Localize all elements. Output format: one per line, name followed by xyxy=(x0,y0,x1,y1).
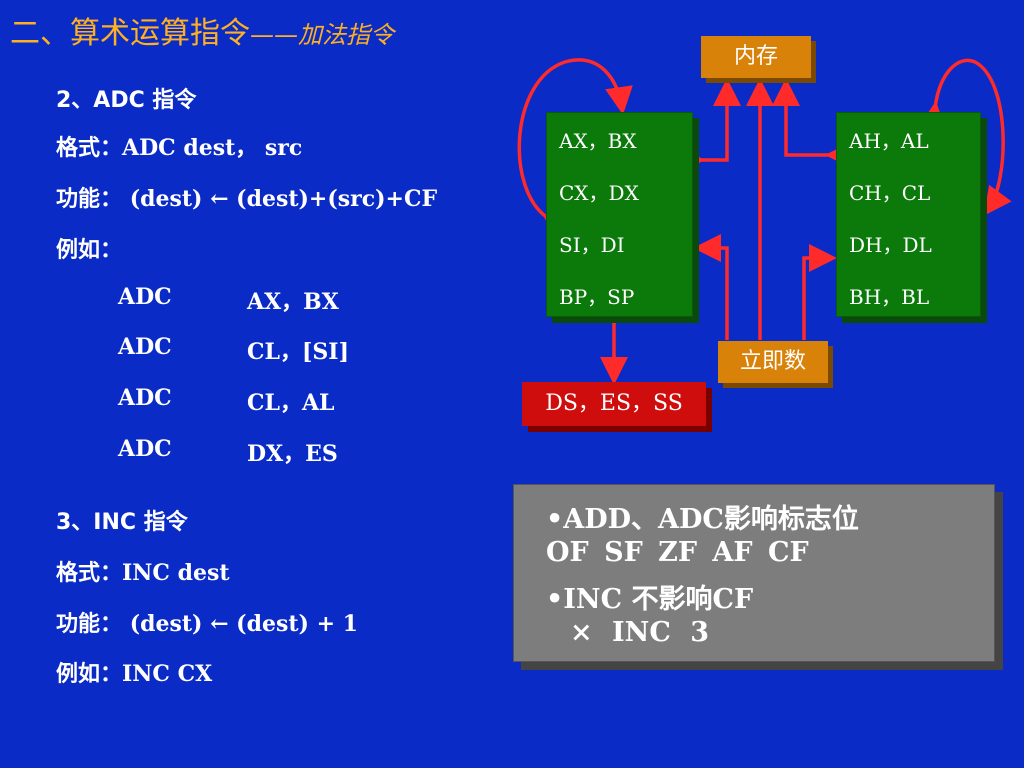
reg8-box: AH，AL CH，CL DH，DL BH，BL xyxy=(836,112,981,317)
reg16-row: CX，DX xyxy=(559,181,639,205)
adc-heading: 2、ADC 指令 xyxy=(56,88,197,113)
memory-box: 内存 xyxy=(701,36,811,78)
adc-example-args: AX，BX xyxy=(247,289,339,315)
reg8-row: DH，DL xyxy=(849,233,932,257)
reg8-row: BH，BL xyxy=(849,285,930,309)
immediate-reg8-arrow xyxy=(802,244,837,340)
adc-func-row: 功能： (dest) ← (dest)+(src)+CF xyxy=(56,181,437,213)
slide-title: 二、算术运算指令——加法指令 xyxy=(10,8,394,52)
reg8-row: AH，AL xyxy=(849,129,929,153)
adc-func-label: 功能： xyxy=(56,187,123,212)
reg16-row: SI，DI xyxy=(559,233,625,257)
adc-format: ADC dest， src xyxy=(122,135,303,161)
note-line: OF SF ZF AF CF xyxy=(546,537,809,568)
immediate-reg16-arrow xyxy=(693,234,729,340)
adc-format-row: 格式：ADC dest， src xyxy=(56,130,302,162)
reg8-row: CH，CL xyxy=(849,181,931,205)
segment-register-box: DS，ES，SS xyxy=(522,382,706,426)
title-main: 二、算术运算指令 xyxy=(10,16,250,51)
inc-example: INC CX xyxy=(122,661,213,687)
reg16-row: BP，SP xyxy=(559,285,635,309)
adc-example-op: ADC xyxy=(118,334,172,360)
adc-func: (dest) ← (dest)+(src)+CF xyxy=(129,186,438,212)
adc-format-label: 格式： xyxy=(56,136,123,161)
inc-format-row: 格式：INC dest xyxy=(56,555,230,587)
note-line: •ADD、ADC影响标志位 xyxy=(546,504,859,535)
title-dash: —— xyxy=(250,21,298,49)
inc-example-row: 例如：INC CX xyxy=(56,656,212,688)
note-line: × INC 3 xyxy=(570,617,710,648)
inc-func: (dest) ← (dest) + 1 xyxy=(129,611,358,637)
adc-example-args: DX，ES xyxy=(247,441,338,467)
inc-format-label: 格式： xyxy=(56,561,123,586)
title-sub: 加法指令 xyxy=(298,21,394,49)
flags-note-box: •ADD、ADC影响标志位 OF SF ZF AF CF •INC 不影响CF … xyxy=(513,484,995,662)
reg16-box: AX，BX CX，DX SI，DI BP，SP xyxy=(546,112,693,317)
reg8-memory-arrow xyxy=(772,78,853,169)
inc-heading: 3、INC 指令 xyxy=(56,510,188,535)
adc-example-args: CL，AL xyxy=(247,390,335,416)
inc-format: INC dest xyxy=(122,560,230,586)
inc-example-label: 例如： xyxy=(56,662,123,687)
left-loop-arrow xyxy=(517,58,633,242)
note-line: •INC 不影响CF xyxy=(546,584,754,615)
reg16-row: AX，BX xyxy=(559,129,637,153)
immediate-box: 立即数 xyxy=(718,341,828,383)
inc-func-row: 功能： (dest) ← (dest) + 1 xyxy=(56,606,358,638)
adc-example-op: ADC xyxy=(118,436,172,462)
adc-example-op: ADC xyxy=(118,385,172,411)
adc-example-op: ADC xyxy=(118,284,172,310)
inc-func-label: 功能： xyxy=(56,612,123,637)
right-loop-arrow xyxy=(918,58,1012,216)
adc-example-args: CL，[SI] xyxy=(247,339,349,365)
reg16-memory-arrow xyxy=(677,78,741,174)
example-label: 例如： xyxy=(56,238,123,263)
